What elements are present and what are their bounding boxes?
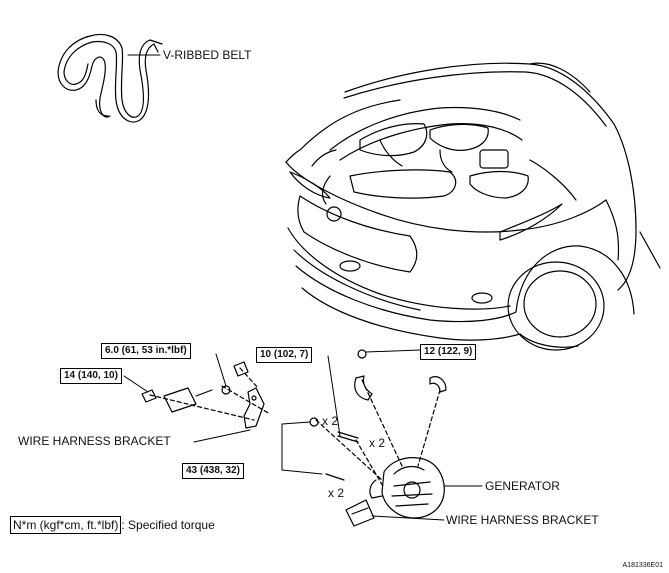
wire-harness-bracket-label-left: WIRE HARNESS BRACKET [18, 434, 171, 448]
generator-label: GENERATOR [485, 479, 560, 493]
torque-legend-text: : Specified torque [121, 518, 215, 532]
v-ribbed-belt-label: V-RIBBED BELT [163, 48, 252, 62]
quantity-multiplier-1: x 2 [322, 414, 339, 428]
generator-parts-drawing [141, 349, 447, 527]
torque-callout-5: 43 (438, 32) [182, 463, 244, 479]
quantity-multiplier-2: x 2 [369, 436, 386, 450]
torque-callout-1: 6.0 (61, 53 in.*lbf) [101, 343, 191, 359]
torque-legend: N*m (kgf*cm, ft.*lbf): Specified torque [10, 516, 215, 534]
leader-lines [123, 54, 483, 521]
v-ribbed-belt-drawing [57, 33, 163, 123]
torque-callout-4: 12 (122, 9) [420, 344, 477, 360]
vehicle-engine-drawing [285, 62, 661, 351]
torque-callout-3: 10 (102, 7) [256, 347, 313, 363]
wire-harness-bracket-label-right: WIRE HARNESS BRACKET [446, 513, 599, 527]
quantity-multiplier-3: x 2 [328, 486, 345, 500]
figure-id: A181336E01 [622, 562, 663, 569]
torque-unit-box: N*m (kgf*cm, ft.*lbf) [10, 516, 122, 534]
torque-callout-2: 14 (140, 10) [60, 368, 122, 384]
